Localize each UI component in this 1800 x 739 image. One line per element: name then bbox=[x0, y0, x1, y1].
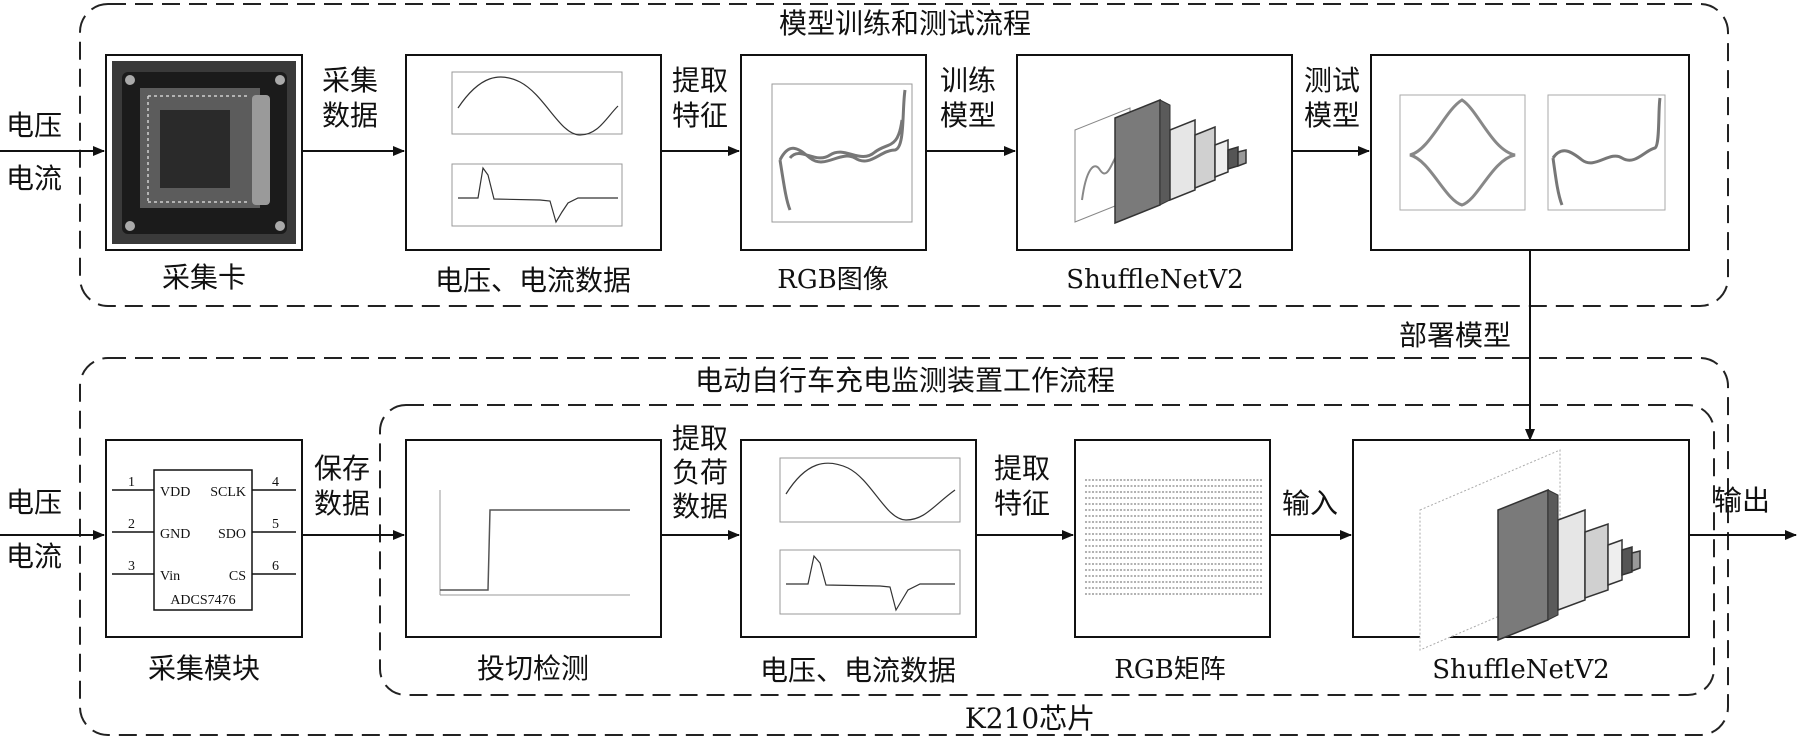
output-label: 输出 bbox=[1714, 484, 1770, 517]
chip-pin-6-name: CS bbox=[229, 569, 246, 584]
top-arrow-collect-label-2: 数据 bbox=[322, 99, 378, 132]
test-result-panel-loop bbox=[1399, 94, 1526, 211]
rgb-image-label: RGB图像 bbox=[777, 265, 888, 295]
top-arrow-extract-label-1: 提取 bbox=[672, 64, 728, 97]
chip-pin-3-num: 3 bbox=[128, 559, 135, 574]
acquisition-module-label: 采集模块 bbox=[148, 652, 260, 685]
rgb-matrix-grid bbox=[1083, 476, 1263, 600]
training-section-frame bbox=[79, 3, 1729, 307]
bottom-arrow-save-label-2: 数据 bbox=[314, 487, 370, 520]
test-result-loop-curve bbox=[1409, 98, 1516, 207]
switch-detect-label: 投切检测 bbox=[477, 652, 589, 685]
adcs7476-chip bbox=[112, 469, 296, 611]
voltage-waveform-panel bbox=[451, 71, 623, 135]
test-result-curve bbox=[1551, 97, 1662, 206]
bottom-voltage-waveform-panel bbox=[779, 457, 961, 523]
chip-pin-2-num: 2 bbox=[128, 517, 135, 532]
device-section-frame bbox=[79, 357, 1729, 736]
rgb-matrix-rows bbox=[1085, 479, 1262, 595]
chip-name: ADCS7476 bbox=[170, 593, 235, 608]
chip-pin-5-name: SDO bbox=[218, 527, 246, 542]
current-waveform bbox=[458, 166, 618, 224]
voltage-waveform bbox=[457, 76, 619, 136]
device-section-title: 电动自行车充电监测装置工作流程 bbox=[695, 364, 1115, 397]
shufflenet-train-label: ShuffleNetV2 bbox=[1066, 265, 1243, 295]
chip-pin-2-name: GND bbox=[160, 527, 190, 542]
chip-pin-4-num: 4 bbox=[272, 475, 279, 490]
bottom-input-current: 电流 bbox=[6, 540, 62, 573]
chip-pin-3-name: Vin bbox=[160, 569, 180, 584]
top-arrow-train-label-1: 训练 bbox=[940, 64, 996, 97]
bottom-arrow-extract-feature-label-2: 特征 bbox=[994, 487, 1050, 520]
chip-pin-4-name: SCLK bbox=[210, 485, 246, 500]
chip-pin-1-name: VDD bbox=[160, 485, 190, 500]
current-waveform-panel bbox=[451, 163, 623, 227]
bottom-arrow-extract-load-label-1: 提取 bbox=[672, 422, 728, 455]
bottom-arrow-extract-feature-label-1: 提取 bbox=[994, 452, 1050, 485]
k210-chip-label: K210芯片 bbox=[965, 702, 1095, 735]
top-arrow-test-label-2: 模型 bbox=[1304, 99, 1360, 132]
rgb-matrix-label: RGB矩阵 bbox=[1114, 655, 1225, 685]
top-arrow-collect-label-1: 采集 bbox=[322, 64, 378, 97]
bottom-vi-data-label: 电压、电流数据 bbox=[760, 654, 956, 687]
chip-pin-5-num: 5 bbox=[272, 517, 279, 532]
training-title-bg bbox=[740, 6, 1070, 46]
bottom-voltage-waveform bbox=[785, 462, 956, 521]
bottom-input-voltage: 电压 bbox=[6, 486, 62, 519]
bottom-arrow-extract-load-label-3: 数据 bbox=[672, 490, 728, 523]
deploy-label-bg bbox=[1380, 316, 1520, 352]
deploy-model-label: 部署模型 bbox=[1399, 319, 1511, 352]
k210-label-bg bbox=[960, 700, 1100, 734]
training-section-title: 模型训练和测试流程 bbox=[779, 7, 1031, 40]
shufflenet-train-layers bbox=[1074, 98, 1247, 225]
vi-data-label: 电压、电流数据 bbox=[435, 264, 631, 297]
top-input-voltage: 电压 bbox=[6, 109, 62, 142]
chip-pin-1-num: 1 bbox=[128, 475, 135, 490]
shufflenet-deploy-layers bbox=[1419, 449, 1641, 651]
switch-detect-plot bbox=[439, 490, 630, 596]
shufflenet-deploy-label: ShuffleNetV2 bbox=[1432, 655, 1609, 685]
top-arrow-train-label-2: 模型 bbox=[940, 99, 996, 132]
bottom-arrow-extract-load-label-2: 负荷 bbox=[672, 456, 728, 489]
rgb-image-curve bbox=[778, 89, 907, 211]
bottom-arrow-input-label: 输入 bbox=[1282, 487, 1338, 520]
top-arrow-extract-label-2: 特征 bbox=[672, 99, 728, 132]
acquisition-card-label: 采集卡 bbox=[162, 261, 246, 294]
bottom-arrow-save-label-1: 保存 bbox=[314, 452, 370, 485]
top-arrow-test-label-1: 测试 bbox=[1304, 64, 1360, 97]
k210-chip-frame bbox=[379, 404, 1715, 696]
top-input-current: 电流 bbox=[6, 162, 62, 195]
device-title-bg bbox=[645, 360, 1170, 400]
bottom-current-waveform bbox=[786, 554, 955, 612]
switch-detect-box bbox=[405, 439, 662, 638]
acquisition-card-photo bbox=[112, 61, 296, 244]
bottom-current-waveform-panel bbox=[779, 549, 961, 615]
chip-pin-6-num: 6 bbox=[272, 559, 279, 574]
